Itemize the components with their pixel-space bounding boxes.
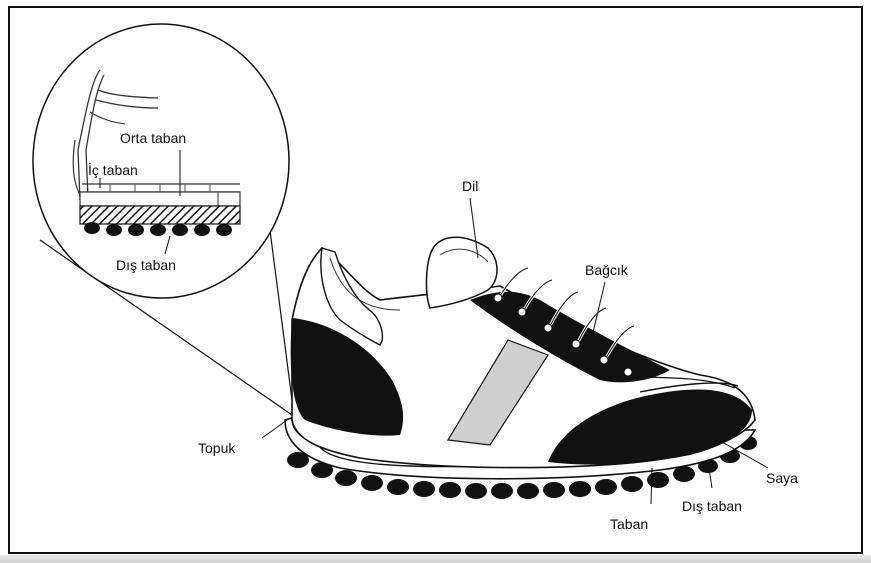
label-ic-taban: İç taban <box>88 162 138 178</box>
label-bagcik: Bağcık <box>585 262 628 278</box>
label-saya: Saya <box>766 470 798 486</box>
label-topuk: Topuk <box>198 440 235 456</box>
label-dil: Dil <box>462 178 478 194</box>
label-taban: Taban <box>610 516 648 532</box>
scan-bottom-edge <box>0 555 871 563</box>
label-orta-taban: Orta taban <box>120 130 186 146</box>
label-dis-taban: Dış taban <box>682 498 742 514</box>
sneaker-drawing <box>262 198 768 504</box>
label-dis-taban-inset: Dış taban <box>116 257 176 273</box>
